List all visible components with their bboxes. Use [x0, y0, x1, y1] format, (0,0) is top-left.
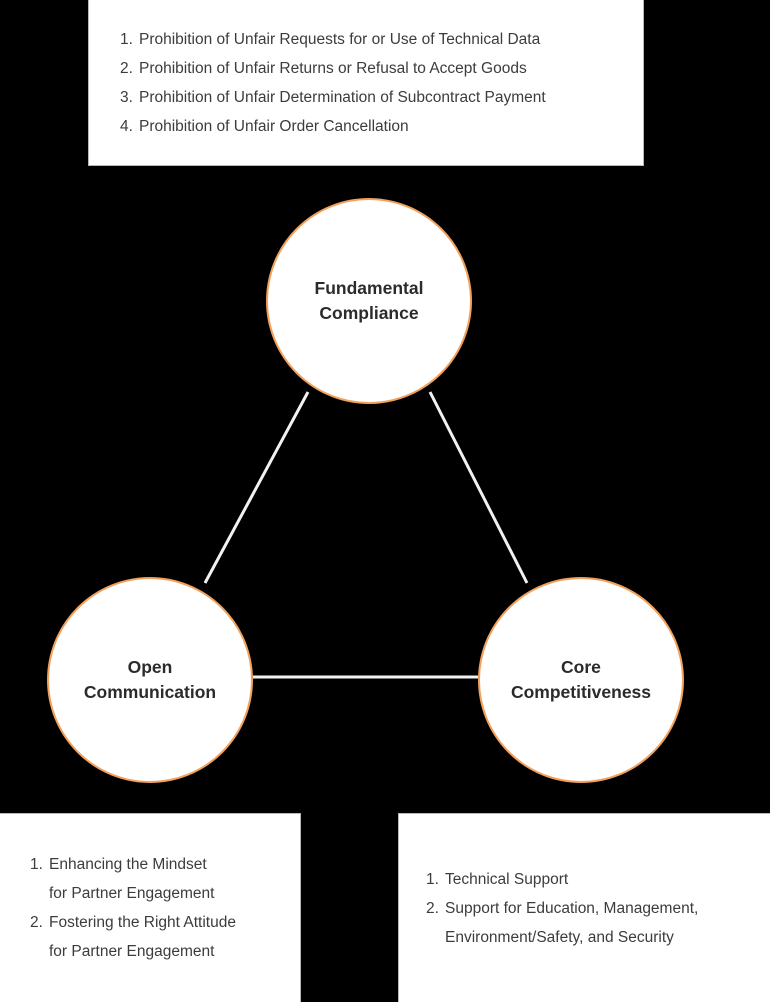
list-item: 1. Enhancing the Mindset [30, 850, 300, 879]
link-top-to-left [203, 391, 310, 584]
link-top-to-right [428, 391, 529, 584]
node-core-competitiveness[interactable]: Core Competitiveness [478, 577, 684, 783]
list-number: 2. [30, 914, 43, 931]
list-text: for Partner Engagement [49, 943, 215, 960]
callout-box-top: 1. Prohibition of Unfair Requests for or … [88, 0, 644, 166]
node-fundamental-compliance[interactable]: Fundamental Compliance [266, 198, 472, 404]
list-text: Environment/Safety, and Security [445, 928, 674, 946]
callout-box-bottom-left: 1. Enhancing the Mindset for Partner Enga… [0, 813, 301, 1002]
list-text: Prohibition of Unfair Returns or Refusal… [139, 59, 527, 77]
list-item: 4. Prohibition of Unfair Order Cancellati… [120, 112, 643, 141]
list-text: Prohibition of Unfair Requests for or Us… [139, 30, 541, 48]
list-item-continuation: Environment/Safety, and Security [426, 923, 770, 952]
node-open-communication[interactable]: Open Communication [47, 577, 253, 783]
list-text: Fostering the Right Attitude [49, 914, 236, 931]
list-text: for Partner Engagement [49, 885, 215, 902]
list-number: 3. [120, 88, 133, 106]
list-number: 2. [120, 59, 133, 77]
list-text: Enhancing the Mindset [49, 856, 207, 873]
callout-bottom-right-list: 1. Technical Support 2. Support for Educat… [426, 865, 770, 952]
node-label: Fundamental Compliance [314, 278, 424, 323]
list-number: 2. [426, 899, 439, 917]
list-item: 1. Prohibition of Unfair Requests for or … [120, 25, 643, 54]
list-text: Prohibition of Unfair Determination of S… [139, 88, 546, 106]
list-item: 2. Support for Education, Management, [426, 894, 770, 923]
list-item-continuation: for Partner Engagement [30, 879, 300, 908]
list-item: 3. Prohibition of Unfair Determination of… [120, 83, 643, 112]
list-number: 1. [30, 856, 43, 873]
list-item: 1. Technical Support [426, 865, 770, 894]
list-number: 1. [120, 30, 133, 48]
list-text: Technical Support [445, 870, 569, 888]
list-text: Prohibition of Unfair Order Cancellation [139, 117, 409, 135]
callout-box-bottom-right: 1. Technical Support 2. Support for Educat… [398, 813, 770, 1002]
list-item-continuation: for Partner Engagement [30, 937, 300, 966]
list-item: 2. Prohibition of Unfair Returns or Refus… [120, 54, 643, 83]
callout-bottom-left-list: 1. Enhancing the Mindset for Partner Enga… [30, 850, 300, 966]
list-item: 2. Fostering the Right Attitude [30, 908, 300, 937]
list-number: 1. [426, 870, 439, 888]
node-label: Core Competitiveness [510, 657, 652, 702]
list-number: 4. [120, 117, 133, 135]
node-label: Open Communication [83, 657, 217, 702]
list-text: Support for Education, Management, [445, 899, 699, 917]
callout-top-list: 1. Prohibition of Unfair Requests for or … [120, 25, 643, 141]
